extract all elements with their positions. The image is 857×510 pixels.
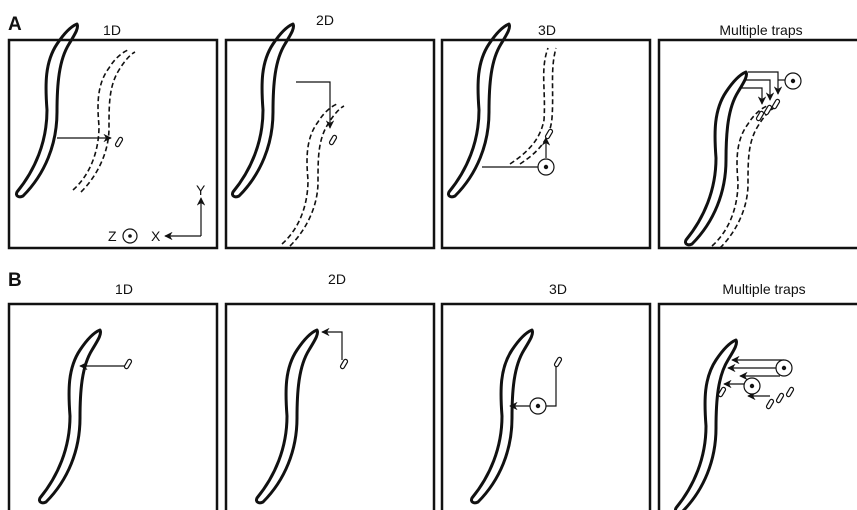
- title-b-1d: 1D: [115, 281, 133, 297]
- title-a-2d: 2D: [316, 12, 334, 28]
- arrow-a-2d: [296, 81, 335, 129]
- title-a-1d: 1D: [103, 22, 121, 38]
- trap-b-multi-4: [785, 386, 795, 398]
- trap-b-3d: [553, 356, 563, 368]
- arrow-a-multi-1: [740, 87, 767, 105]
- worm-a-multiple: [683, 70, 749, 247]
- y-axis-label: Y: [196, 182, 206, 198]
- panel-label-b: B: [8, 270, 22, 291]
- arrow-b-3d: [546, 366, 557, 407]
- arrow-a-multi-3: [748, 71, 783, 95]
- trap-a-1d: [114, 136, 124, 148]
- trap-b-1d: [123, 358, 133, 370]
- panel-label-a: A: [8, 14, 22, 35]
- worm-b-3d: [469, 328, 535, 505]
- worm-dashed-a-1d: [72, 49, 136, 193]
- title-b-2d: 2D: [328, 271, 346, 287]
- arrow-b-2d: [321, 327, 343, 360]
- panel-a-3d: [440, 38, 652, 250]
- z-axis-label: Z: [108, 228, 117, 244]
- worm-dashed-a-2d: [281, 103, 345, 247]
- worm-b-1d: [37, 328, 103, 505]
- worm-a-1d: [14, 22, 80, 199]
- trap-b-multi-3: [775, 392, 785, 404]
- trap-a-3d: [544, 128, 554, 140]
- trap-a-multi-3: [771, 98, 781, 110]
- trap-b-multi-2: [765, 398, 775, 410]
- panel-b-multiple-traps: [657, 302, 857, 510]
- trap-a-2d: [328, 134, 338, 146]
- panel-a-2d: [224, 38, 436, 250]
- title-a-multiple-traps: Multiple traps: [719, 22, 803, 38]
- worm-b-2d: [254, 328, 320, 505]
- panel-a-1d: [7, 38, 219, 250]
- title-b-3d: 3D: [549, 281, 567, 297]
- panel-a-multiple-traps: [657, 38, 857, 250]
- worm-b-multiple: [673, 338, 739, 510]
- panel-b-1d: [7, 302, 219, 510]
- title-b-multiple-traps: Multiple traps: [722, 281, 806, 297]
- title-a-3d: 3D: [538, 22, 556, 38]
- worm-dashed-a-3d: [509, 47, 557, 165]
- panel-b-2d: [224, 302, 436, 510]
- worm-a-2d: [230, 22, 296, 199]
- x-axis-label: X: [151, 228, 161, 244]
- worm-dashed-a-multiple: [711, 105, 775, 249]
- trap-b-2d: [339, 358, 349, 370]
- arrow-a-multi-2: [744, 79, 775, 101]
- worm-a-3d: [446, 22, 512, 199]
- panel-b-3d: [440, 302, 652, 510]
